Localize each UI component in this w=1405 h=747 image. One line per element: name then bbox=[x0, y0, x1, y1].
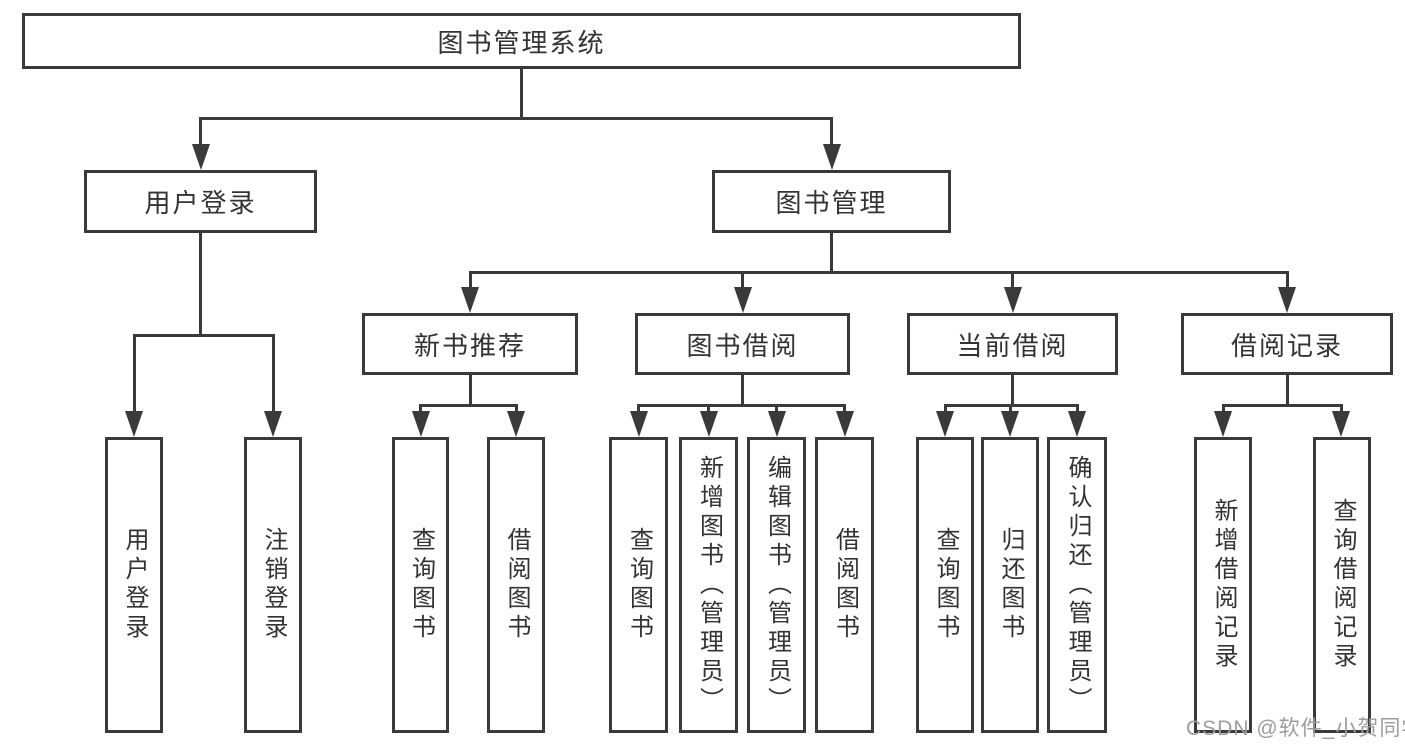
arrowhead-cb-query bbox=[936, 411, 954, 437]
connector-book-borrow-hline bbox=[637, 404, 846, 407]
node-label: 注销登录 bbox=[260, 527, 287, 643]
connector-user-login-hline bbox=[132, 334, 275, 337]
node-current-borrow: 当前借阅 bbox=[907, 313, 1118, 375]
connector-borrow-records-stem bbox=[1285, 374, 1289, 407]
connector-book-mgmt-hline bbox=[468, 271, 1289, 274]
node-label: 查询图书 bbox=[407, 527, 435, 643]
leaf-cb-confirm-return: 确认归还（管理员） bbox=[1047, 437, 1107, 733]
node-label: 查询借阅记录 bbox=[1329, 498, 1356, 672]
arrowhead-user-login bbox=[191, 144, 210, 170]
arrowhead-bb-edit bbox=[767, 411, 786, 437]
connector-drop-current-borrow bbox=[1011, 271, 1014, 290]
node-label: 借阅记录 bbox=[1230, 330, 1343, 361]
arrowhead-cb-confirm bbox=[1068, 411, 1086, 437]
connector-new-book-rec-hline bbox=[419, 404, 518, 407]
connector-drop-br-add bbox=[1221, 404, 1225, 414]
connector-borrow-records-hline bbox=[1221, 404, 1341, 407]
node-book-mgmt: 图书管理 bbox=[712, 170, 951, 233]
connector-root-hline bbox=[199, 117, 832, 120]
connector-drop-bb-query bbox=[637, 404, 640, 414]
node-label: 查询图书 bbox=[932, 527, 959, 643]
arrowhead-book-mgmt bbox=[822, 144, 841, 170]
connector-drop-cb-query bbox=[943, 404, 947, 414]
connector-drop-cb-confirm bbox=[1075, 404, 1079, 414]
node-label: 借阅图书 bbox=[831, 527, 859, 643]
node-label: 图书管理 bbox=[775, 188, 888, 218]
node-borrow-records: 借阅记录 bbox=[1181, 313, 1393, 375]
arrowhead-new-book-rec bbox=[461, 287, 479, 313]
leaf-br-query-record: 查询借阅记录 bbox=[1313, 437, 1371, 733]
leaf-nr-query-books: 查询图书 bbox=[392, 437, 449, 733]
node-label: 新增图书（管理员） bbox=[695, 454, 723, 716]
arrowhead-bb-borrow bbox=[835, 411, 854, 437]
connector-drop-bb-borrow bbox=[843, 404, 846, 414]
leaf-br-add-record: 新增借阅记录 bbox=[1194, 437, 1252, 733]
arrowhead-borrow-records bbox=[1278, 287, 1296, 313]
node-label: 编辑图书（管理员） bbox=[763, 454, 791, 716]
connector-drop-bb-add bbox=[707, 404, 710, 414]
connector-root-stem bbox=[520, 68, 523, 118]
leaf-bb-borrow-books: 借阅图书 bbox=[815, 437, 874, 733]
connector-book-borrow-stem bbox=[741, 374, 744, 407]
node-library-management-system: 图书管理系统 bbox=[22, 13, 1021, 69]
leaf-bb-edit-books: 编辑图书（管理员） bbox=[747, 437, 806, 733]
node-label: 图书借阅 bbox=[686, 330, 799, 361]
connector-new-book-rec-stem bbox=[468, 374, 472, 407]
csdn-watermark: CSDN @软件_小贺同学 bbox=[1186, 717, 1405, 740]
connector-drop-user-login bbox=[199, 117, 202, 146]
connector-drop-bb-edit bbox=[775, 404, 778, 414]
leaf-logout: 注销登录 bbox=[244, 437, 302, 733]
node-label: 新书推荐 bbox=[413, 330, 526, 361]
arrowhead-book-borrow bbox=[733, 287, 752, 313]
connector-drop-leaf-user-login bbox=[132, 334, 136, 414]
arrowhead-nr-borrow bbox=[507, 411, 525, 437]
connector-drop-leaf-logout bbox=[271, 334, 275, 414]
leaf-bb-query-books: 查询图书 bbox=[609, 437, 668, 733]
arrowhead-bb-add bbox=[699, 411, 718, 437]
connector-drop-br-query bbox=[1339, 404, 1343, 414]
leaf-nr-borrow-books: 借阅图书 bbox=[487, 437, 545, 733]
leaf-cb-return-books: 归还图书 bbox=[981, 437, 1039, 733]
node-new-book-rec: 新书推荐 bbox=[362, 313, 578, 375]
arrowhead-leaf-logout bbox=[264, 411, 282, 437]
arrowhead-br-query bbox=[1332, 411, 1350, 437]
connector-user-login-stem bbox=[199, 232, 202, 336]
arrowhead-bb-query bbox=[629, 411, 648, 437]
node-label: 借阅图书 bbox=[503, 527, 530, 643]
node-user-login: 用户登录 bbox=[84, 170, 317, 233]
node-label: 用户登录 bbox=[121, 527, 148, 643]
connector-drop-new-book-rec bbox=[468, 271, 472, 290]
arrowhead-current-borrow bbox=[1003, 287, 1022, 313]
connector-current-borrow-stem bbox=[1011, 374, 1014, 407]
connector-drop-book-mgmt bbox=[830, 117, 833, 146]
arrowhead-leaf-user-login bbox=[125, 411, 143, 437]
arrowhead-nr-query bbox=[411, 411, 430, 437]
leaf-bb-add-books: 新增图书（管理员） bbox=[679, 437, 738, 733]
node-label: 图书管理系统 bbox=[437, 27, 606, 58]
node-label: 归还图书 bbox=[997, 527, 1024, 643]
node-book-borrow: 图书借阅 bbox=[635, 313, 850, 375]
node-label: 用户登录 bbox=[144, 188, 257, 218]
node-label: 查询图书 bbox=[625, 527, 653, 643]
arrowhead-cb-return bbox=[1001, 411, 1019, 437]
connector-drop-cb-return bbox=[1008, 404, 1012, 414]
connector-drop-borrow-records bbox=[1285, 271, 1289, 290]
node-label: 确认归还（管理员） bbox=[1064, 454, 1091, 716]
node-label: 当前借阅 bbox=[956, 330, 1069, 361]
connector-drop-nr-query bbox=[419, 404, 422, 414]
leaf-user-login: 用户登录 bbox=[105, 437, 163, 733]
arrowhead-br-add bbox=[1214, 411, 1232, 437]
connector-book-mgmt-stem bbox=[830, 233, 833, 274]
connector-drop-book-borrow bbox=[741, 271, 744, 290]
connector-drop-nr-borrow bbox=[514, 404, 518, 414]
node-label: 新增借阅记录 bbox=[1210, 498, 1237, 672]
leaf-cb-query-books: 查询图书 bbox=[916, 437, 974, 733]
